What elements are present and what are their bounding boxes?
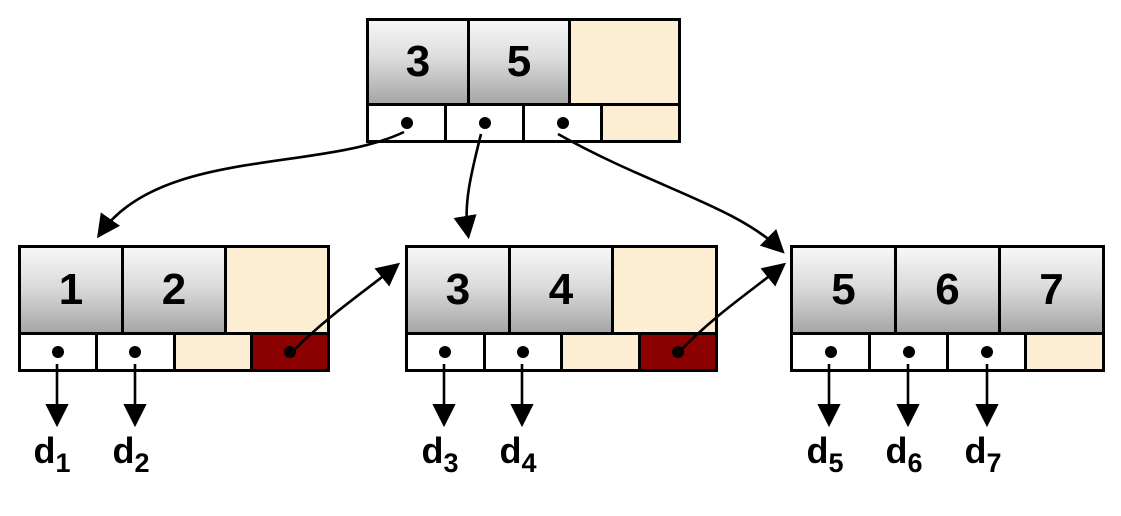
label-base: d <box>806 430 829 471</box>
pointer-dot-icon <box>52 346 65 358</box>
pointer-dot-icon <box>516 346 529 358</box>
label-sub: 1 <box>55 448 71 478</box>
data-label-d6: d6 <box>885 430 922 479</box>
leaf3-key-1: 5 <box>831 265 856 314</box>
leaf1-empty-key-cell <box>224 245 330 335</box>
root-pointer-cell-2 <box>444 103 525 143</box>
leaf3-key-cell-2: 6 <box>894 245 1001 335</box>
leaf2-pointer-cell-1 <box>405 332 486 372</box>
leaf3-empty-pointer-cell <box>1024 332 1105 372</box>
leaf3-pointer-cell-2 <box>868 332 949 372</box>
leaf3-key-3: 7 <box>1039 265 1064 314</box>
leaf1-pointer-cell-2 <box>95 332 176 372</box>
label-base: d <box>964 430 987 471</box>
leaf3-pointer-row <box>790 332 1105 372</box>
root-key-row: 3 5 <box>366 18 681 106</box>
pointer-dot-icon <box>283 346 296 358</box>
root-empty-pointer-cell <box>600 103 681 143</box>
leaf2-key-cell-1: 3 <box>405 245 511 335</box>
label-sub: 6 <box>907 448 923 478</box>
leaf3-key-2: 6 <box>935 265 960 314</box>
data-label-d3: d3 <box>421 430 458 479</box>
label-sub: 7 <box>986 448 1002 478</box>
label-base: d <box>421 430 444 471</box>
leaf2-pointer-cell-2 <box>482 332 563 372</box>
pointer-dot-icon <box>478 117 491 129</box>
label-base: d <box>499 430 522 471</box>
root-to-leaf1-arrow <box>97 130 405 239</box>
pointer-dot-icon <box>129 346 142 358</box>
root-pointer-cell-3 <box>522 103 603 143</box>
leaf-node-3: 5 6 7 <box>790 245 1105 372</box>
root-key-cell-1: 3 <box>366 18 470 106</box>
root-key-2: 5 <box>506 37 532 86</box>
leaf3-pointer-cell-1 <box>790 332 871 372</box>
leaf1-key-cell-2: 2 <box>121 245 227 335</box>
label-sub: 3 <box>443 448 459 478</box>
leaf1-key-2: 2 <box>161 265 187 314</box>
data-label-d2: d2 <box>112 430 149 479</box>
leaf3-key-cell-3: 7 <box>998 245 1105 335</box>
data-label-d1: d1 <box>33 430 70 479</box>
data-label-d5: d5 <box>806 430 843 479</box>
label-sub: 2 <box>134 448 150 478</box>
leaf2-sibling-pointer-cell <box>637 332 718 372</box>
leaf2-key-2: 4 <box>548 265 574 314</box>
leaf1-key-row: 1 2 <box>18 245 330 335</box>
leaf1-sibling-pointer-cell <box>249 332 330 372</box>
leaf2-key-cell-2: 4 <box>508 245 614 335</box>
root-empty-key-cell <box>568 18 681 106</box>
root-to-leaf2-arrow <box>453 133 483 240</box>
leaf3-pointer-cell-3 <box>946 332 1027 372</box>
root-node: 3 5 <box>366 18 681 143</box>
label-base: d <box>33 430 56 471</box>
pointer-dot-icon <box>671 346 684 358</box>
root-pointer-row <box>366 103 681 143</box>
leaf3-key-row: 5 6 7 <box>790 245 1105 335</box>
root-to-leaf3-arrow <box>557 132 785 254</box>
leaf3-key-cell-1: 5 <box>790 245 897 335</box>
root-key-1: 3 <box>405 37 431 86</box>
data-label-d7: d7 <box>964 430 1001 479</box>
data-label-d4: d4 <box>499 430 536 479</box>
label-base: d <box>885 430 908 471</box>
pointer-dot-icon <box>556 117 569 129</box>
leaf-node-1: 1 2 <box>18 245 330 372</box>
label-sub: 4 <box>521 448 537 478</box>
root-pointer-cell-1 <box>366 103 447 143</box>
pointer-dot-icon <box>902 346 915 358</box>
pointer-dot-icon <box>824 346 837 358</box>
leaf1-pointer-row <box>18 332 330 372</box>
leaf2-key-row: 3 4 <box>405 245 718 335</box>
leaf1-pointer-cell-1 <box>18 332 99 372</box>
leaf2-empty-pointer-cell <box>560 332 641 372</box>
pointer-dot-icon <box>439 346 452 358</box>
label-base: d <box>112 430 135 471</box>
label-sub: 5 <box>828 448 844 478</box>
leaf-node-2: 3 4 <box>405 245 718 372</box>
leaf2-empty-key-cell <box>611 245 718 335</box>
leaf2-pointer-row <box>405 332 718 372</box>
pointer-dot-icon <box>980 346 993 358</box>
root-key-cell-2: 5 <box>467 18 571 106</box>
pointer-dot-icon <box>400 117 413 129</box>
leaf1-empty-pointer-cell <box>172 332 253 372</box>
leaf1-key-1: 1 <box>58 265 84 314</box>
leaf1-key-cell-1: 1 <box>18 245 124 335</box>
leaf2-key-1: 3 <box>445 265 471 314</box>
